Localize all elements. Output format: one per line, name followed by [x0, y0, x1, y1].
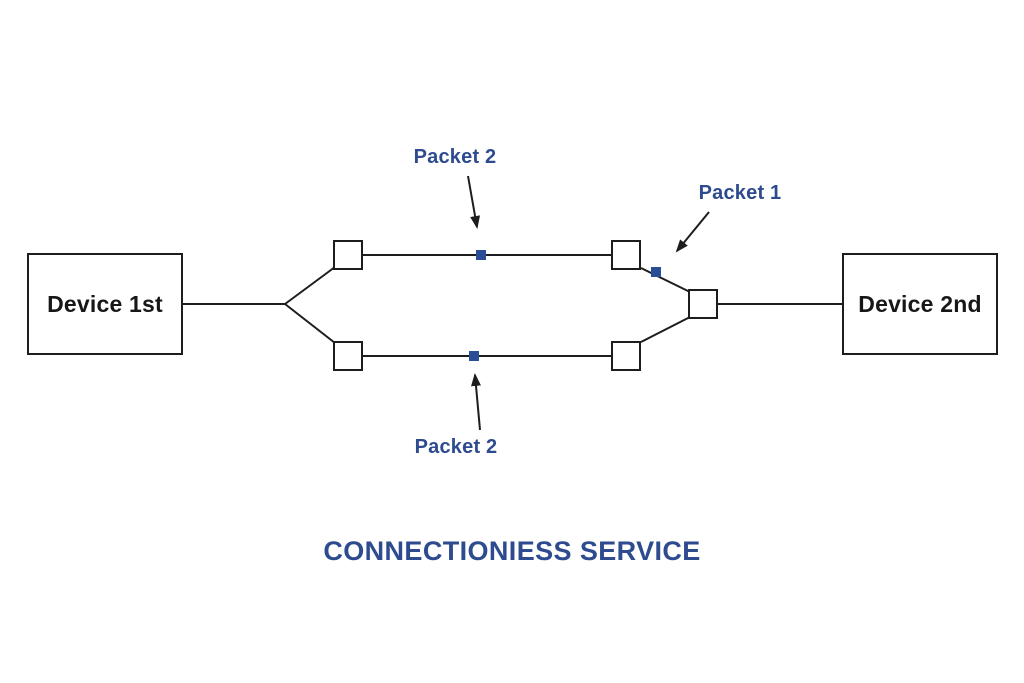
network-node-top-left	[333, 240, 363, 270]
packet-2-marker-top	[476, 250, 486, 260]
fork-lower-branch	[284, 303, 336, 344]
device-2-label: Device 2nd	[858, 290, 982, 317]
network-node-top-right	[611, 240, 641, 270]
network-node-bottom-right	[611, 341, 641, 371]
device-1-box: Device 1st	[27, 253, 183, 355]
network-node-merge	[688, 289, 718, 319]
packet-2-bottom-arrow	[471, 373, 481, 431]
device-2-box: Device 2nd	[842, 253, 998, 355]
packet-1-marker	[651, 267, 661, 277]
packet-1-arrow	[675, 211, 710, 253]
merge-upper-branch	[640, 267, 691, 293]
packet-1-label: Packet 1	[698, 182, 782, 204]
packet-2-bottom-label: Packet 2	[414, 436, 498, 458]
device-1-label: Device 1st	[47, 290, 163, 317]
merge-lower-branch	[640, 316, 691, 343]
fork-upper-branch	[284, 266, 336, 305]
network-node-bottom-left	[333, 341, 363, 371]
packet-2-marker-bottom	[469, 351, 479, 361]
packet-2-top-arrow	[467, 175, 481, 229]
packet-2-top-label: Packet 2	[413, 146, 497, 168]
diagram-title: CONNECTIONIESS SERVICE	[323, 536, 701, 566]
